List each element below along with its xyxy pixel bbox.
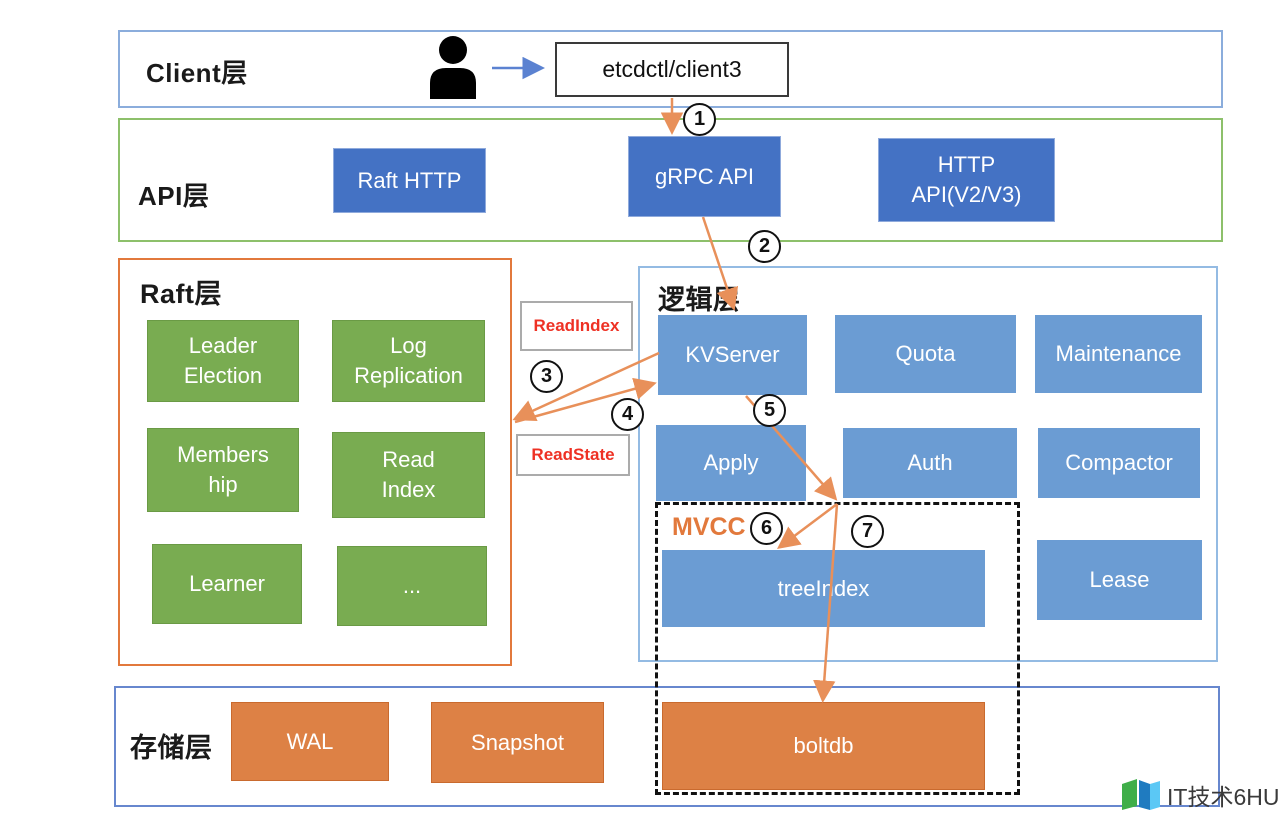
maintenance-box: Maintenance bbox=[1035, 315, 1202, 393]
auth-box: Auth bbox=[843, 428, 1017, 498]
maintenance-label: Maintenance bbox=[1055, 341, 1182, 367]
step-1-badge: 1 bbox=[683, 103, 716, 136]
read-index-line1: Read bbox=[382, 447, 435, 473]
wal-label: WAL bbox=[286, 728, 334, 754]
watermark: IT技术6HU bbox=[1120, 776, 1279, 814]
storage-layer-label: 存储层 bbox=[130, 733, 213, 763]
step-3-badge: 3 bbox=[530, 360, 563, 393]
leader-election-box: Leader Election bbox=[147, 320, 299, 402]
log-replication-line2: Replication bbox=[354, 363, 463, 388]
snapshot-label: Snapshot bbox=[471, 729, 564, 755]
step-7-badge: 7 bbox=[851, 515, 884, 548]
client-layer-label: Client层 bbox=[146, 58, 248, 88]
step-6-badge: 6 bbox=[750, 512, 783, 545]
leader-election-line2: Election bbox=[183, 363, 263, 388]
raft-http-box: Raft HTTP bbox=[333, 148, 486, 213]
raft-more-label: ... bbox=[402, 573, 422, 599]
grpc-api-label: gRPC API bbox=[654, 163, 755, 189]
step-2-badge: 2 bbox=[748, 230, 781, 263]
http-api-box: HTTP API(V2/V3) bbox=[878, 138, 1055, 222]
grpc-api-box: gRPC API bbox=[628, 136, 781, 217]
user-icon bbox=[430, 36, 476, 99]
raft-more-box: ... bbox=[337, 546, 487, 626]
apply-label: Apply bbox=[703, 450, 759, 476]
http-api-label-line1: HTTP bbox=[937, 152, 996, 178]
lease-label: Lease bbox=[1089, 567, 1150, 593]
kvserver-label: KVServer bbox=[685, 342, 780, 368]
apply-box: Apply bbox=[656, 425, 806, 501]
read-index-box: Read Index bbox=[332, 432, 485, 518]
learner-box: Learner bbox=[152, 544, 302, 624]
read-index-message-tag: ReadIndex bbox=[520, 301, 633, 351]
quota-box: Quota bbox=[835, 315, 1016, 393]
log-replication-box: Log Replication bbox=[332, 320, 485, 402]
read-state-message-tag: ReadState bbox=[516, 434, 630, 476]
membership-line1: Members bbox=[177, 442, 269, 468]
api-layer-label: API层 bbox=[138, 181, 210, 211]
leader-election-line1: Leader bbox=[188, 333, 258, 359]
lease-box: Lease bbox=[1037, 540, 1202, 620]
raft-layer-label: Raft层 bbox=[140, 279, 222, 309]
book-icon bbox=[1122, 779, 1160, 810]
kvserver-box: KVServer bbox=[658, 315, 807, 395]
learner-label: Learner bbox=[189, 571, 265, 597]
http-api-label-line2: API(V2/V3) bbox=[911, 182, 1022, 207]
compactor-box: Compactor bbox=[1038, 428, 1200, 498]
wal-box: WAL bbox=[231, 702, 389, 781]
boltdb-label: boltdb bbox=[793, 733, 854, 759]
etcdctl-client3-box: etcdctl/client3 bbox=[555, 42, 789, 97]
compactor-label: Compactor bbox=[1065, 450, 1173, 476]
logic-layer-label: 逻辑层 bbox=[658, 285, 741, 315]
tree-index-box: treeIndex bbox=[662, 550, 985, 627]
raft-http-label: Raft HTTP bbox=[357, 167, 462, 193]
step-5-badge: 5 bbox=[753, 394, 786, 427]
tree-index-label: treeIndex bbox=[777, 575, 870, 601]
quota-label: Quota bbox=[895, 341, 956, 367]
read-index-line2: Index bbox=[381, 477, 436, 502]
snapshot-box: Snapshot bbox=[431, 702, 604, 783]
step-4-badge: 4 bbox=[611, 398, 644, 431]
watermark-text: IT技术6HU bbox=[1167, 784, 1280, 810]
boltdb-box: boltdb bbox=[662, 702, 985, 790]
membership-line2: hip bbox=[208, 472, 238, 497]
membership-box: Members hip bbox=[147, 428, 299, 512]
log-replication-line1: Log bbox=[390, 333, 427, 359]
auth-label: Auth bbox=[907, 450, 953, 476]
